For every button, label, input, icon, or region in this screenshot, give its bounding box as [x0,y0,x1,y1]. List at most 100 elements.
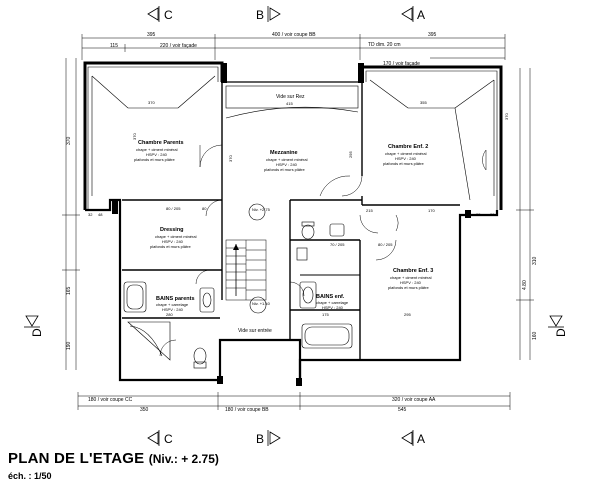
room-height: HSPV : 240 [276,162,298,167]
room-finish: chape + ciment minéral [136,147,178,152]
dim-top-3: 395 [428,32,437,38]
section-marker-b-bottom: B [256,430,281,446]
dim-left-3: 190 [66,341,72,350]
dim-label-32b: 32 [476,212,481,217]
room-bains-enf: BAINS enf. chape + carrelage HSPV : 240 [316,294,349,310]
room-ceiling: plafonds et murs plâtre [150,244,191,249]
section-marker-a-top: A [401,6,425,22]
wall-columns [112,63,471,386]
room-chambre-enf3: Chambre Enf. 3 chape + ciment minéral HS… [388,268,433,290]
plan-scale: éch. : 1/50 [8,471,52,481]
section-label-d-left: D [30,328,44,337]
room-height: HSPV : 240 [400,280,422,285]
dim-label-370: 370 [148,100,155,105]
room-height: HSPV : 240 [322,305,344,310]
void-opening [225,85,359,119]
section-label-d-right: D [554,328,568,337]
level-marker-stair: Niv. +1.40 [249,296,271,314]
bath-fixtures-enfant [296,221,353,349]
exterior-walls [83,61,503,385]
staircase [225,239,267,301]
room-finish: chape + ciment minéral [390,275,432,280]
roof-hip-lines [91,75,495,201]
dim-inner-right: 370 [504,113,509,120]
dim-label-30: 30 [490,212,495,217]
room-name: Chambre Enf. 2 [388,144,428,150]
dim-inner-left: 370 [132,133,137,140]
bath-fixtures-parents [123,281,215,369]
dim-right-2: 310 [532,256,538,265]
section-marker-c-top: C [147,6,173,22]
dim-top-5: 220 / voir façade [160,43,197,49]
room-name: BAINS enf. [316,294,345,300]
plan-level: (Niv.: + 2.75) [148,452,219,466]
level-marker-top: Niv. +2.75 [248,203,271,221]
dim-left-1: 370 [66,136,72,145]
dim-label-295: 295 [404,312,411,317]
title-block: PLAN DE L'ETAGE (Niv.: + 2.75) [8,450,219,468]
room-mezzanine: Mezzanine chape + ciment minéral HSPV : … [264,150,308,172]
section-label-a-bottom: A [417,432,425,446]
dim-top-4: 115 [110,43,118,49]
dim-label-door-1: 80 / 205 [166,206,181,211]
room-height: HSPV : 240 [395,156,417,161]
dim-label-48: 48 [98,212,103,217]
dim-label-175: 175 [322,312,329,317]
room-chambre-parents: Chambre Parents chape + ciment minéral H… [134,140,184,162]
room-ceiling: plafonds et murs plâtre [383,161,424,166]
dimension-lines-sides [62,58,534,370]
doors [159,144,487,357]
dimension-lines-bottom [77,392,511,410]
dim-left-2: 165 [66,286,72,295]
room-finish: chape + carrelage [156,302,189,307]
dim-bottom-4: 180 / voir coupe BB [225,407,269,413]
room-height: HSPV : 240 [162,307,184,312]
dim-inner-mid: 370 [228,155,233,162]
room-dressing: Dressing chape + ciment minéral HSPV : 2… [150,227,197,249]
section-label-a-top: A [417,8,425,22]
section-marker-c-bottom: C [147,430,173,446]
plan-title: PLAN DE L'ETAGE [8,450,145,467]
dim-bottom-3: 350 [140,407,149,413]
dim-bottom-2: 320 / voir coupe AA [392,397,436,403]
room-finish: chape + ciment minéral [385,151,427,156]
dim-label-80: 80 [202,206,207,211]
void-label-rez: Vide sur Rez [276,94,305,100]
dim-label-door-2: 70 / 205 [330,242,345,247]
void-label-entree: Vide sur entrée [238,328,272,334]
dim-label-280: 280 [166,312,173,317]
section-marker-d-right: D [548,315,568,337]
room-name: Chambre Parents [138,140,184,146]
dim-label-32a: 32 [88,212,93,217]
void-dim-rez: 415 [286,101,293,106]
dim-top-6: 170 / voir façade [383,61,420,67]
dim-top-2: 400 / voir coupe BB [272,32,316,38]
dim-top-1: 395 [147,32,156,38]
level-text-top: Niv. +2.75 [252,207,271,212]
dim-label-170: 170 [428,208,435,213]
room-finish: chape + carrelage [316,300,349,305]
section-marker-b-top: B [256,6,281,22]
dim-right-1: 4.80 [522,280,528,290]
room-name: Mezzanine [270,150,298,156]
room-ceiling: plafonds et murs plâtre [388,285,429,290]
room-name: Dressing [160,227,184,233]
room-bains-parents: BAINS parents chape + carrelage HSPV : 2… [156,296,195,312]
dim-top-7: TD dim. 20 cm [368,42,401,48]
dim-label-door-3: 80 / 205 [378,242,393,247]
room-chambre-enf2: Chambre Enf. 2 chape + ciment minéral HS… [383,144,428,166]
room-name: BAINS parents [156,296,195,302]
interior-walls [122,82,460,360]
room-ceiling: plafonds et murs plâtre [264,167,305,172]
room-finish: chape + ciment minéral [266,157,308,162]
section-marker-a-bottom: A [401,430,425,446]
dim-label-215: 215 [366,208,373,213]
room-finish: chape + ciment minéral [155,234,197,239]
section-label-b-bottom: B [256,432,264,446]
room-name: Chambre Enf. 3 [393,268,433,274]
room-height: HSPV : 240 [162,239,184,244]
dim-bottom-5: 545 [398,407,407,413]
section-marker-d-left: D [24,315,44,337]
section-label-c-top: C [164,8,173,22]
